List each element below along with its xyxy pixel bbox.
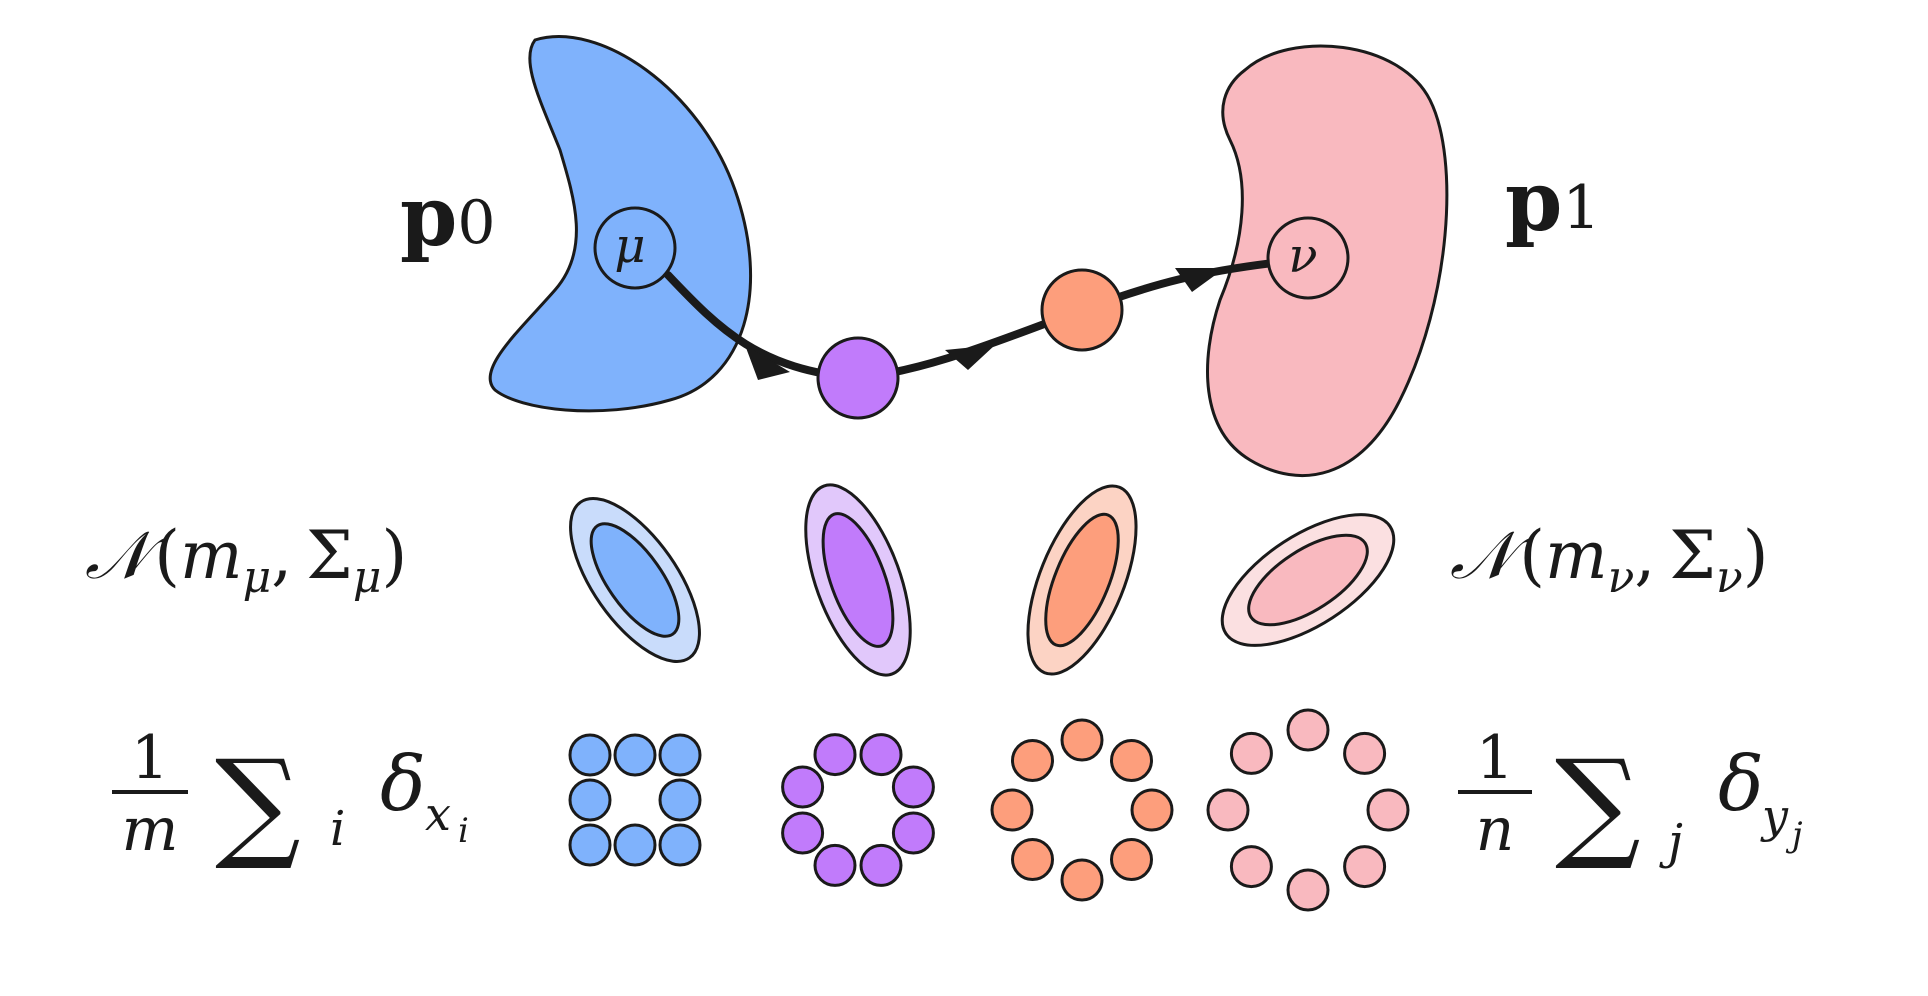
target-dot	[1366, 788, 1410, 832]
svg-text:m: m	[122, 795, 179, 865]
target-point-circle	[1266, 216, 1350, 300]
mid1-dot	[859, 843, 903, 887]
mid2-dot	[1011, 838, 1054, 881]
svg-text:∑: ∑	[215, 735, 301, 874]
svg-text:1: 1	[131, 723, 169, 793]
svg-text:δ: δ	[380, 739, 426, 828]
source-dot	[658, 778, 702, 822]
source-gaussian-label: 𝒩(mμ,Σμ)	[85, 517, 407, 603]
mid1-dot	[891, 765, 935, 809]
intermediate-point-2	[1040, 268, 1124, 352]
target-dot	[1286, 868, 1330, 912]
arrow-3-icon	[1175, 268, 1225, 292]
source-gaussian-ellipse	[569, 497, 701, 663]
mid1-dot	[781, 765, 825, 809]
target-gaussian-label: 𝒩(mν,Σν)	[1450, 517, 1768, 603]
source-dot	[568, 733, 612, 777]
mid2-dot	[1110, 739, 1153, 782]
target-point-label: ν	[1288, 228, 1317, 284]
source-empirical-dots	[568, 733, 702, 867]
target-set-label: p1	[1505, 154, 1601, 250]
source-dot	[658, 823, 702, 867]
source-point-circle	[593, 206, 677, 290]
svg-text:x: x	[425, 787, 451, 841]
mid1-dot	[781, 811, 825, 855]
target-dot	[1286, 708, 1330, 752]
target-dot	[1343, 731, 1387, 775]
mid1-dot	[859, 733, 903, 777]
target-dot	[1229, 845, 1273, 889]
svg-text:δ: δ	[1718, 739, 1764, 828]
arrow-1-icon	[745, 345, 790, 380]
arrow-2-icon	[945, 345, 995, 370]
target-dot	[1206, 788, 1250, 832]
source-set-label: p0	[400, 169, 496, 265]
mid2-dot	[1011, 739, 1054, 782]
mid2-dot	[1060, 718, 1104, 762]
target-empirical-label: 1 n ∑ j δ y j	[1458, 723, 1803, 874]
intermediate-point-1	[816, 336, 900, 420]
source-dot	[613, 733, 657, 777]
source-empirical-label: 1 m ∑ i δ x i	[112, 723, 469, 874]
source-dot	[568, 778, 612, 822]
mid2-dot	[990, 788, 1034, 832]
svg-text:i: i	[330, 801, 345, 857]
mid2-dot	[1110, 838, 1153, 881]
svg-text:y: y	[1760, 789, 1789, 843]
svg-text:j: j	[1659, 814, 1683, 870]
target-empirical-dots	[1206, 708, 1410, 912]
svg-text:1: 1	[1476, 723, 1514, 793]
svg-text:∑: ∑	[1555, 735, 1641, 874]
svg-text:n: n	[1476, 795, 1515, 865]
mid1-empirical-dots	[781, 733, 935, 887]
svg-text:i: i	[458, 811, 469, 851]
mid2-empirical-dots	[990, 718, 1174, 902]
source-dot	[658, 733, 702, 777]
target-gaussian-ellipse	[1220, 513, 1396, 647]
source-point-label: μ	[614, 218, 645, 274]
target-dot	[1229, 731, 1273, 775]
mid2-dot	[1130, 788, 1174, 832]
mid1-dot	[891, 811, 935, 855]
mid1-gaussian-ellipse	[804, 483, 912, 677]
mid2-dot	[1060, 858, 1104, 902]
mid1-dot	[813, 843, 857, 887]
mid1-dot	[813, 733, 857, 777]
source-dot	[613, 823, 657, 867]
mid2-gaussian-ellipse	[1026, 484, 1138, 676]
target-dot	[1343, 845, 1387, 889]
source-dot	[568, 823, 612, 867]
